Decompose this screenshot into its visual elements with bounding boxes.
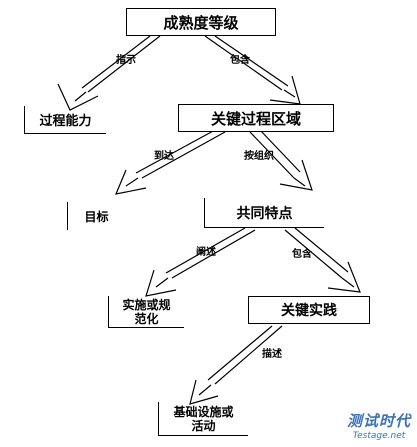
node-implementation-institutionalization: 实施或规范化 (108, 296, 184, 328)
watermark: 测试时代 Testage.net (347, 410, 411, 441)
node-key-practices: 关键实践 (248, 296, 370, 324)
node-goals: 目标 (67, 202, 125, 230)
node-infrastructure-activities: 基础设施或活动 (158, 402, 248, 436)
node-process-capability: 过程能力 (24, 106, 106, 134)
arrow-organized-by (249, 129, 313, 191)
label-contains-2: 包含 (292, 249, 312, 260)
node-maturity-level: 成熟度等级 (126, 8, 276, 36)
watermark-site: Testage.net (352, 431, 406, 441)
arrow-achieves (115, 129, 226, 195)
label-indicates: 指示 (116, 55, 136, 66)
node-common-features: 共同特点 (204, 198, 324, 228)
watermark-brand: 测试时代 (346, 412, 411, 430)
arrow-contains-1 (204, 35, 301, 105)
label-achieves: 到达 (154, 151, 174, 162)
arrow-indicates (57, 35, 161, 111)
label-contains-1: 包含 (230, 55, 250, 66)
node-key-process-area: 关键过程区域 (178, 104, 334, 132)
arrow-contains-2 (284, 227, 361, 293)
label-organized-by: 按组织 (244, 151, 274, 162)
arrow-describes (189, 325, 283, 405)
label-describes: 描述 (262, 349, 282, 360)
label-addresses: 阐述 (196, 247, 216, 258)
arrow-addresses (145, 227, 256, 297)
